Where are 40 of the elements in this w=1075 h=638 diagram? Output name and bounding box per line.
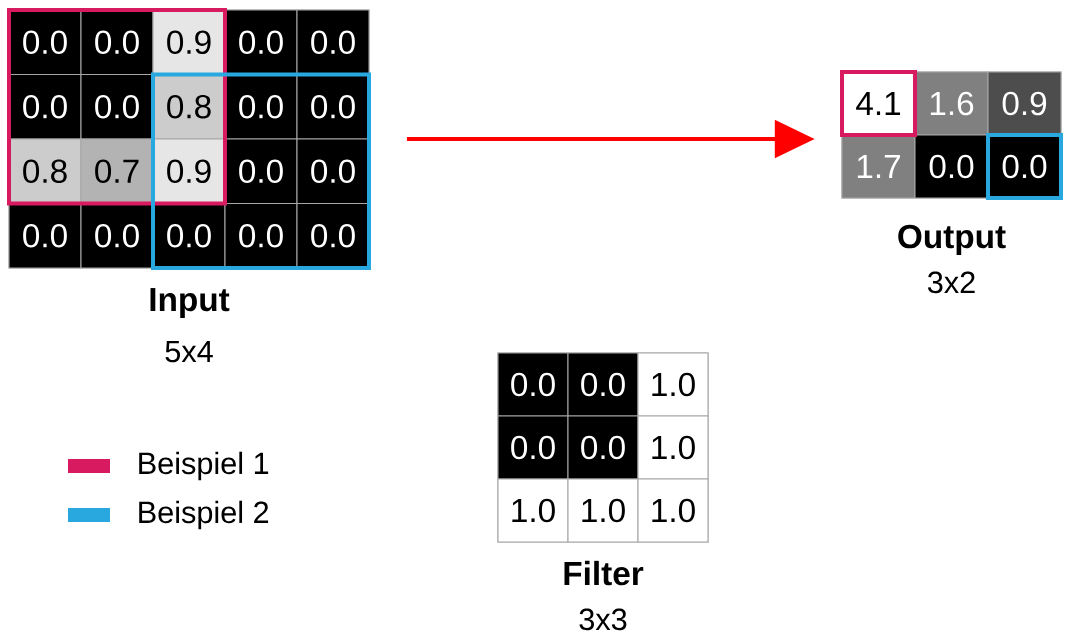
- value-cell: 0.0: [80, 73, 154, 140]
- value-cell: 0.0: [224, 138, 298, 205]
- value-cell: 0.0: [296, 73, 370, 140]
- value-cell: 0.8: [8, 138, 82, 205]
- value-cell: 0.0: [8, 73, 82, 140]
- value-cell: 0.0: [296, 9, 370, 76]
- value-cell: 1.6: [914, 71, 989, 136]
- value-cell: 1.0: [637, 415, 709, 480]
- value-cell: 0.0: [497, 352, 569, 417]
- value-cell: 0.0: [80, 202, 154, 269]
- grid-title: Output: [898, 224, 1006, 255]
- value-cell: 0.0: [224, 9, 298, 76]
- value-cell: 0.9: [152, 138, 226, 205]
- value-cell: 0.0: [497, 415, 569, 480]
- value-cell: 0.0: [914, 134, 989, 199]
- size-label: 3x2: [927, 271, 975, 294]
- legend-label: Beispiel 2: [139, 500, 269, 530]
- value-cell: 0.0: [567, 415, 639, 480]
- value-cell: 0.0: [224, 202, 298, 269]
- grid-title: Input: [150, 288, 230, 318]
- value-cell: 0.0: [152, 202, 226, 269]
- value-cell: 0.9: [987, 71, 1062, 136]
- size-label: 5x4: [165, 340, 213, 363]
- value-cell: 1.0: [567, 478, 639, 543]
- value-cell: 0.9: [152, 9, 226, 76]
- grid-title: Filter: [564, 560, 644, 586]
- value-cell: 0.0: [8, 9, 82, 76]
- value-cell: 0.0: [567, 352, 639, 417]
- value-cell: 1.0: [637, 352, 709, 417]
- value-cell: 1.0: [497, 478, 569, 543]
- value-cell: 0.0: [296, 138, 370, 205]
- legend-label: Beispiel 1: [139, 451, 269, 481]
- value-cell: 0.0: [296, 202, 370, 269]
- value-cell: 1.0: [637, 478, 709, 543]
- value-cell: 0.7: [80, 138, 154, 205]
- size-label: 3x3: [579, 608, 627, 631]
- value-cell: 0.0: [8, 202, 82, 269]
- value-cell: 0.0: [80, 9, 154, 76]
- value-cell: 1.7: [841, 134, 916, 199]
- value-cell: 0.0: [224, 73, 298, 140]
